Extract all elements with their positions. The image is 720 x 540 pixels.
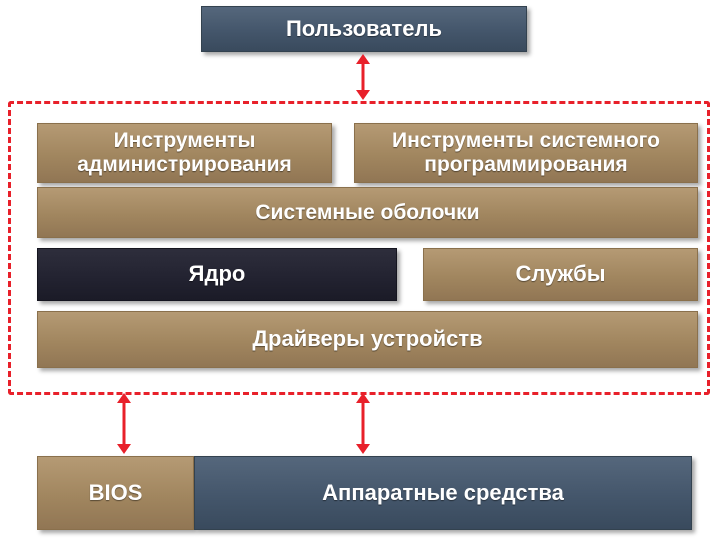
sysprog-tools-label-line1: Инструменты системного [392, 129, 660, 153]
hardware-label: Аппаратные средства [322, 479, 564, 505]
arrowhead-user-bottom [356, 90, 370, 100]
user-label: Пользователь [285, 15, 442, 41]
sysprog-tools-box: Инструменты системного программирования [354, 123, 698, 183]
admin-tools-label-line2: администрирования [77, 153, 292, 176]
sysprog-tools-label-line2: программирования [424, 153, 628, 176]
bios-box: BIOS [37, 456, 194, 530]
device-drivers-box: Драйверы устройств [37, 311, 698, 368]
services-label: Службы [515, 261, 606, 287]
bios-label: BIOS [88, 479, 143, 505]
hardware-box: Аппаратные средства [194, 456, 692, 530]
system-shells-label: Системные оболочки [255, 200, 480, 224]
arrowhead-hardware-bottom [356, 444, 370, 454]
services-box: Службы [423, 248, 698, 301]
kernel-label: Ядро [188, 261, 246, 287]
device-drivers-label: Драйверы устройств [252, 326, 483, 352]
admin-tools-label-line1: Инструменты [113, 129, 256, 153]
kernel-box: Ядро [37, 248, 397, 301]
arrowhead-user-top [356, 54, 370, 64]
arrowhead-bios-bottom [117, 444, 131, 454]
admin-tools-box: Инструменты администрирования [37, 123, 332, 183]
user-box: Пользователь [201, 6, 527, 52]
system-shells-box: Системные оболочки [37, 187, 698, 238]
